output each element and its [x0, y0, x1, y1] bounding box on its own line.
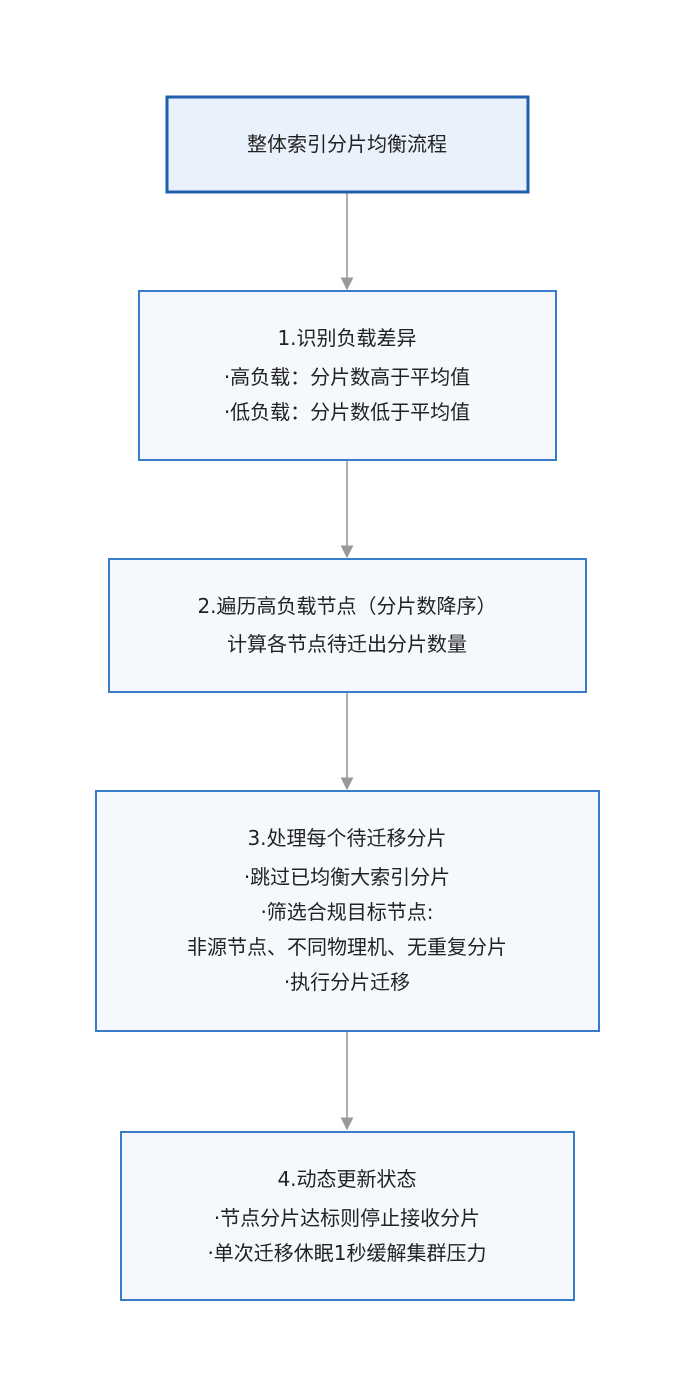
node-step4-line: 4.动态更新状态	[277, 1167, 416, 1191]
node-step1-line: 1.识别负载差异	[277, 326, 416, 350]
node-step4: 4.动态更新状态 ·节点分片达标则停止接收分片 ·单次迁移休眠1秒缓解集群压力	[120, 1131, 575, 1301]
node-step3-line: 非源节点、不同物理机、无重复分片	[187, 935, 507, 959]
node-step2-line: 2.遍历高负载节点（分片数降序）	[197, 594, 496, 618]
node-step1-line: ·高负载：分片数高于平均值	[224, 365, 470, 389]
node-step2-line: 计算各节点待迁出分片数量	[227, 632, 467, 656]
node-step3-line: ·筛选合规目标节点:	[260, 900, 433, 924]
node-step1-line: ·低负载：分片数低于平均值	[224, 400, 470, 424]
node-step1: 1.识别负载差异 ·高负载：分片数高于平均值 ·低负载：分片数低于平均值	[138, 290, 557, 461]
node-step2: 2.遍历高负载节点（分片数降序） 计算各节点待迁出分片数量	[108, 558, 587, 693]
node-step4-box	[120, 1131, 575, 1301]
node-step3-line: ·跳过已均衡大索引分片	[244, 865, 450, 889]
node-step4-line: ·单次迁移休眠1秒缓解集群压力	[207, 1241, 486, 1265]
node-step3-line: 3.处理每个待迁移分片	[247, 826, 446, 850]
node-step4-line: ·节点分片达标则停止接收分片	[214, 1206, 480, 1230]
node-step2-box	[108, 558, 587, 693]
node-step3-box	[95, 790, 600, 1032]
node-step3: 3.处理每个待迁移分片 ·跳过已均衡大索引分片 ·筛选合规目标节点: 非源节点、…	[95, 790, 600, 1032]
node-step1-box	[138, 290, 557, 461]
node-start-box	[165, 95, 530, 194]
node-start: 整体索引分片均衡流程	[165, 95, 530, 194]
node-step3-line: ·执行分片迁移	[284, 970, 410, 994]
node-start-line: 整体索引分片均衡流程	[247, 132, 447, 156]
